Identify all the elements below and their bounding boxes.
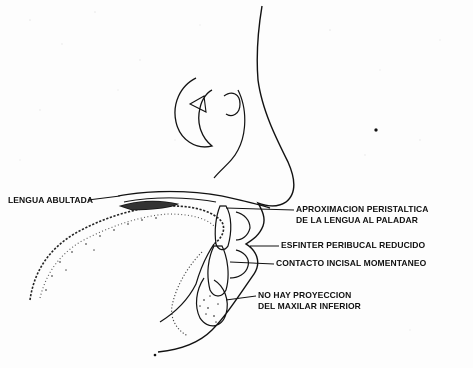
label-aproximacion-peristaltica: APROXIMACION PERISTALTICA DE LA LENGUA A…	[296, 204, 429, 226]
leader-proyeccion	[226, 296, 256, 300]
dot-mark-right	[374, 128, 377, 131]
palate-line-inner	[124, 198, 216, 202]
lower-incisor	[208, 246, 228, 296]
tongue-tip-mass	[120, 201, 178, 210]
tongue-stipple	[45, 217, 157, 291]
tongue-shading	[40, 214, 214, 298]
label-esfinter-peribucal: ESFINTER PERIBUCAL REDUCIDO	[281, 240, 425, 251]
mandible-outline	[160, 244, 214, 322]
label-lengua-abultada: LENGUA ABULTADA	[8, 195, 93, 206]
scan-noise	[19, 11, 440, 330]
leader-contacto	[230, 262, 274, 264]
alveolus-stipple	[199, 295, 219, 323]
lower-lip	[230, 250, 248, 278]
label-proyeccion-line1: NO HAY PROYECCION	[258, 290, 361, 301]
label-proyeccion-line2: DEL MAXILAR INFERIOR	[258, 301, 361, 312]
dot-mark-bottom	[154, 354, 157, 357]
upper-lip	[236, 212, 250, 240]
label-no-proyeccion: NO HAY PROYECCION DEL MAXILAR INFERIOR	[258, 290, 361, 312]
label-contacto-incisal: CONTACTO INCISAL MOMENTANEO	[276, 258, 426, 269]
label-aproximacion-line1: APROXIMACION PERISTALTICA	[296, 204, 429, 215]
label-aproximacion-line2: DE LA LENGUA AL PALADAR	[296, 215, 429, 226]
nose-wing	[224, 93, 240, 115]
